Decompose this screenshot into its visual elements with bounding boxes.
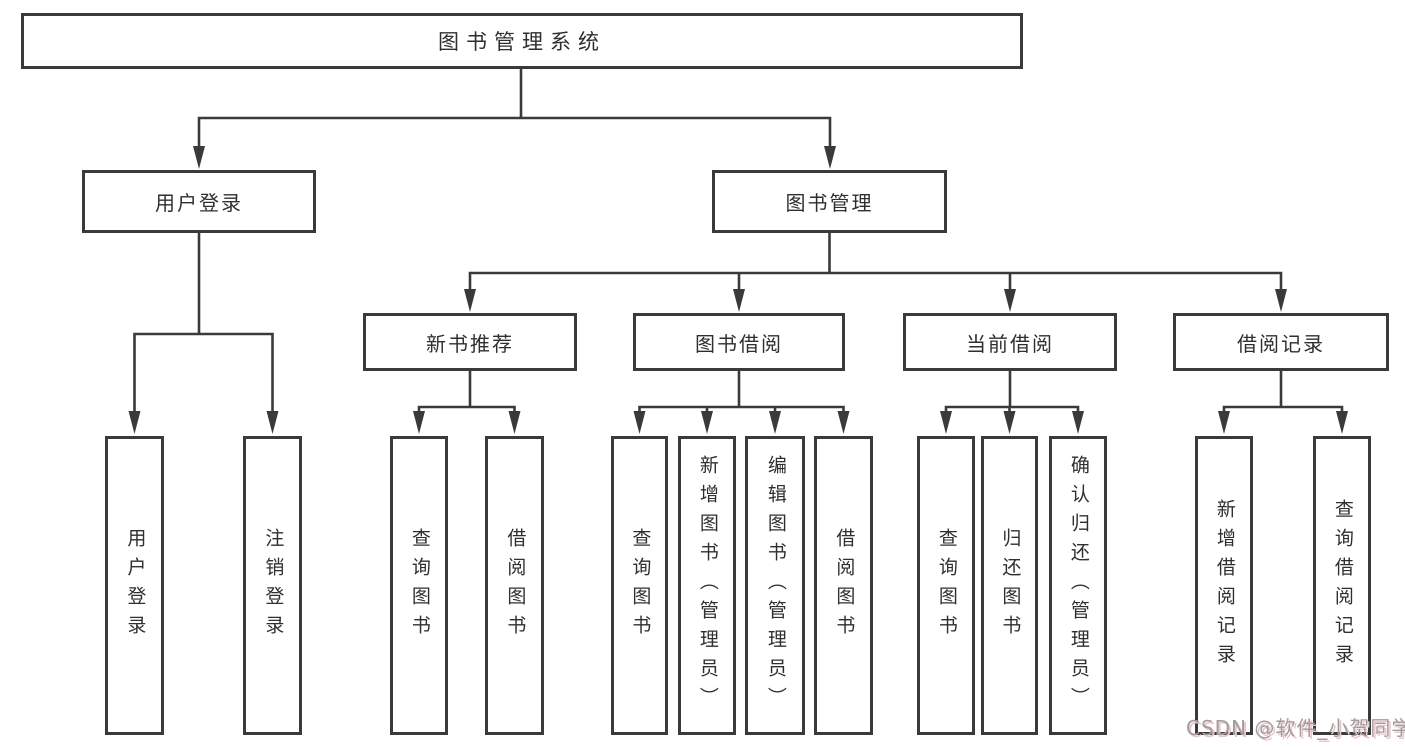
node-current-borrowing: 当前借阅	[903, 313, 1117, 371]
node-book-borrowing: 图书借阅	[633, 313, 845, 371]
leaf-query-books-1: 查询图书	[390, 436, 448, 735]
csdn-watermark: CSDN @软件_小贺同学	[1186, 716, 1405, 740]
arrowheads	[128, 146, 1348, 434]
node-book-management-module: 图书管理	[712, 170, 947, 233]
leaf-query-borrow-record: 查询借阅记录	[1313, 436, 1371, 735]
leaf-add-borrow-record: 新增借阅记录	[1195, 436, 1253, 735]
leaf-borrow-books-2: 借阅图书	[814, 436, 873, 735]
node-user-login-module: 用户登录	[82, 170, 316, 233]
leaf-user-login: 用户登录	[105, 436, 164, 735]
node-library-management-system: 图书管理系统	[21, 13, 1023, 69]
leaf-add-books-admin: 新增图书（管理员）	[678, 436, 736, 735]
leaf-query-books-3: 查询图书	[917, 436, 975, 735]
leaf-edit-books-admin: 编辑图书（管理员）	[745, 436, 805, 735]
node-borrowing-records: 借阅记录	[1173, 313, 1389, 371]
leaf-borrow-books-1: 借阅图书	[485, 436, 544, 735]
node-new-book-recommendation: 新书推荐	[363, 313, 577, 371]
leaf-return-books: 归还图书	[981, 436, 1038, 735]
leaf-confirm-return-admin: 确认归还（管理员）	[1049, 436, 1107, 735]
leaf-query-books-2: 查询图书	[611, 436, 668, 735]
leaf-logout: 注销登录	[243, 436, 302, 735]
